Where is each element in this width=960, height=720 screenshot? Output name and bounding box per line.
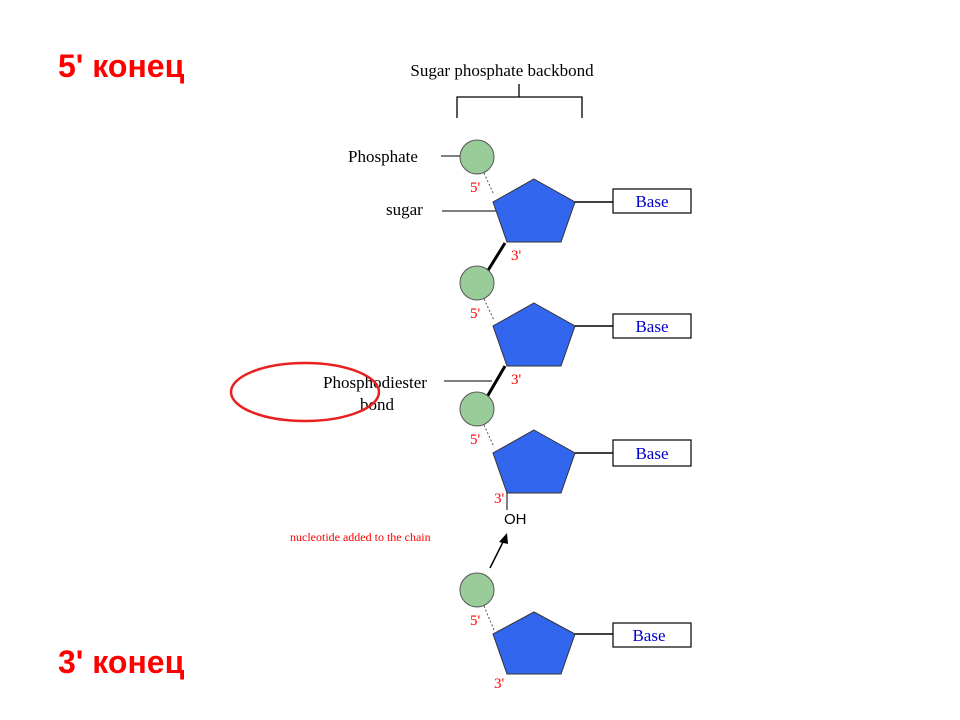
phosphodiester-label-line2: bond bbox=[360, 395, 395, 414]
backbone-bracket bbox=[456, 84, 583, 118]
base-label: Base bbox=[635, 317, 668, 336]
prime3-label: 3' bbox=[494, 491, 505, 507]
phosphate-circle bbox=[459, 265, 495, 301]
phosphate-sugar-link bbox=[483, 172, 495, 196]
nucleotide-2: 5' 3' Base bbox=[459, 265, 692, 388]
base-box bbox=[612, 313, 692, 339]
prime5-label: 5' bbox=[470, 613, 481, 629]
base-label: Base bbox=[632, 626, 665, 645]
prime5-label: 5' bbox=[470, 306, 481, 322]
sugar-pentagon bbox=[492, 302, 576, 367]
base-label: Base bbox=[635, 192, 668, 211]
base-box bbox=[612, 622, 692, 648]
prime3-label: 3' bbox=[494, 676, 505, 692]
base-box bbox=[612, 188, 692, 214]
prime3-label: 3' bbox=[511, 248, 522, 264]
base-box bbox=[612, 439, 692, 467]
phosphate-circle bbox=[459, 391, 495, 427]
phosphate-circle bbox=[459, 572, 495, 608]
phosphate-sugar-link bbox=[483, 605, 495, 631]
sugar-pentagon bbox=[492, 429, 576, 494]
sugar-pentagon bbox=[492, 611, 576, 675]
phosphate-sugar-link bbox=[483, 298, 495, 321]
nucleotide-incoming: 5' 3' Base bbox=[459, 572, 692, 692]
oh-label: OH bbox=[504, 511, 527, 528]
bond-highlight-ellipse bbox=[229, 361, 381, 423]
phosphate-sugar-link bbox=[483, 424, 495, 448]
sugar-pentagon bbox=[492, 178, 576, 243]
prime5-label: 5' bbox=[470, 432, 481, 448]
nucleotide-added-arrowhead bbox=[499, 533, 508, 544]
five-prime-end-label: 5' конец bbox=[58, 48, 185, 84]
nucleotide-1: 5' 3' Base bbox=[459, 139, 692, 264]
phosphate-label: Phosphate bbox=[348, 147, 418, 166]
base-label: Base bbox=[635, 444, 668, 463]
nucleotide-added-label: nucleotide added to the chain bbox=[290, 530, 431, 544]
backbone-connector bbox=[485, 365, 507, 398]
nucleotide-added-arrow-shaft bbox=[489, 537, 506, 569]
nucleotide-3: 5' 3' Base OH bbox=[459, 391, 692, 528]
three-prime-end-label: 3' конец bbox=[58, 644, 185, 680]
prime5-label: 5' bbox=[470, 180, 481, 196]
backbone-connector bbox=[485, 242, 507, 273]
prime3-label: 3' bbox=[511, 372, 522, 388]
phosphate-circle bbox=[459, 139, 495, 175]
sugar-label: sugar bbox=[386, 200, 423, 219]
backbone-label: Sugar phosphate backbond bbox=[410, 61, 594, 80]
